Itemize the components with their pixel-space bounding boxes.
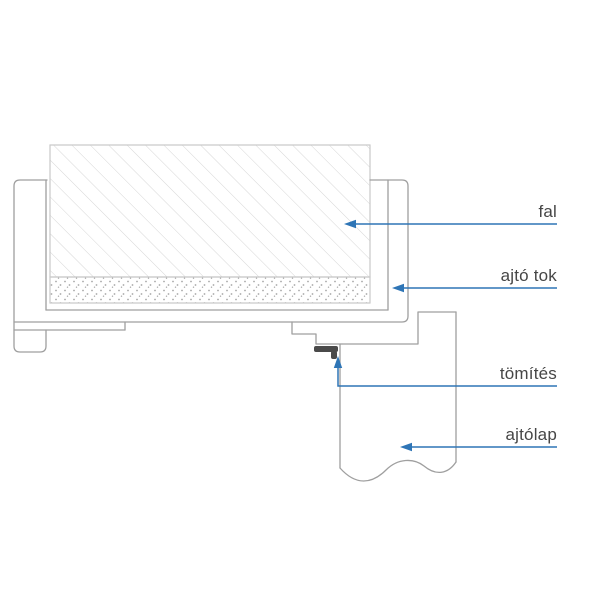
label-ajto-tok: ajtó tok <box>500 266 557 285</box>
label-ajtolap: ajtólap <box>505 425 557 444</box>
plaster-dotted-band <box>49 276 371 304</box>
door-leaf-outline <box>339 311 457 482</box>
door-frame-outline <box>13 179 409 353</box>
ajtolap-callout-arrow <box>400 442 557 452</box>
fal-callout-arrow <box>344 219 557 229</box>
tomites-callout-arrow <box>333 356 557 387</box>
label-fal: fal <box>538 202 557 221</box>
ajto-tok-callout-arrow <box>392 283 557 293</box>
seal-profile <box>314 346 338 359</box>
label-tomites: tömítés <box>499 364 557 383</box>
wall-hatch <box>49 144 371 278</box>
